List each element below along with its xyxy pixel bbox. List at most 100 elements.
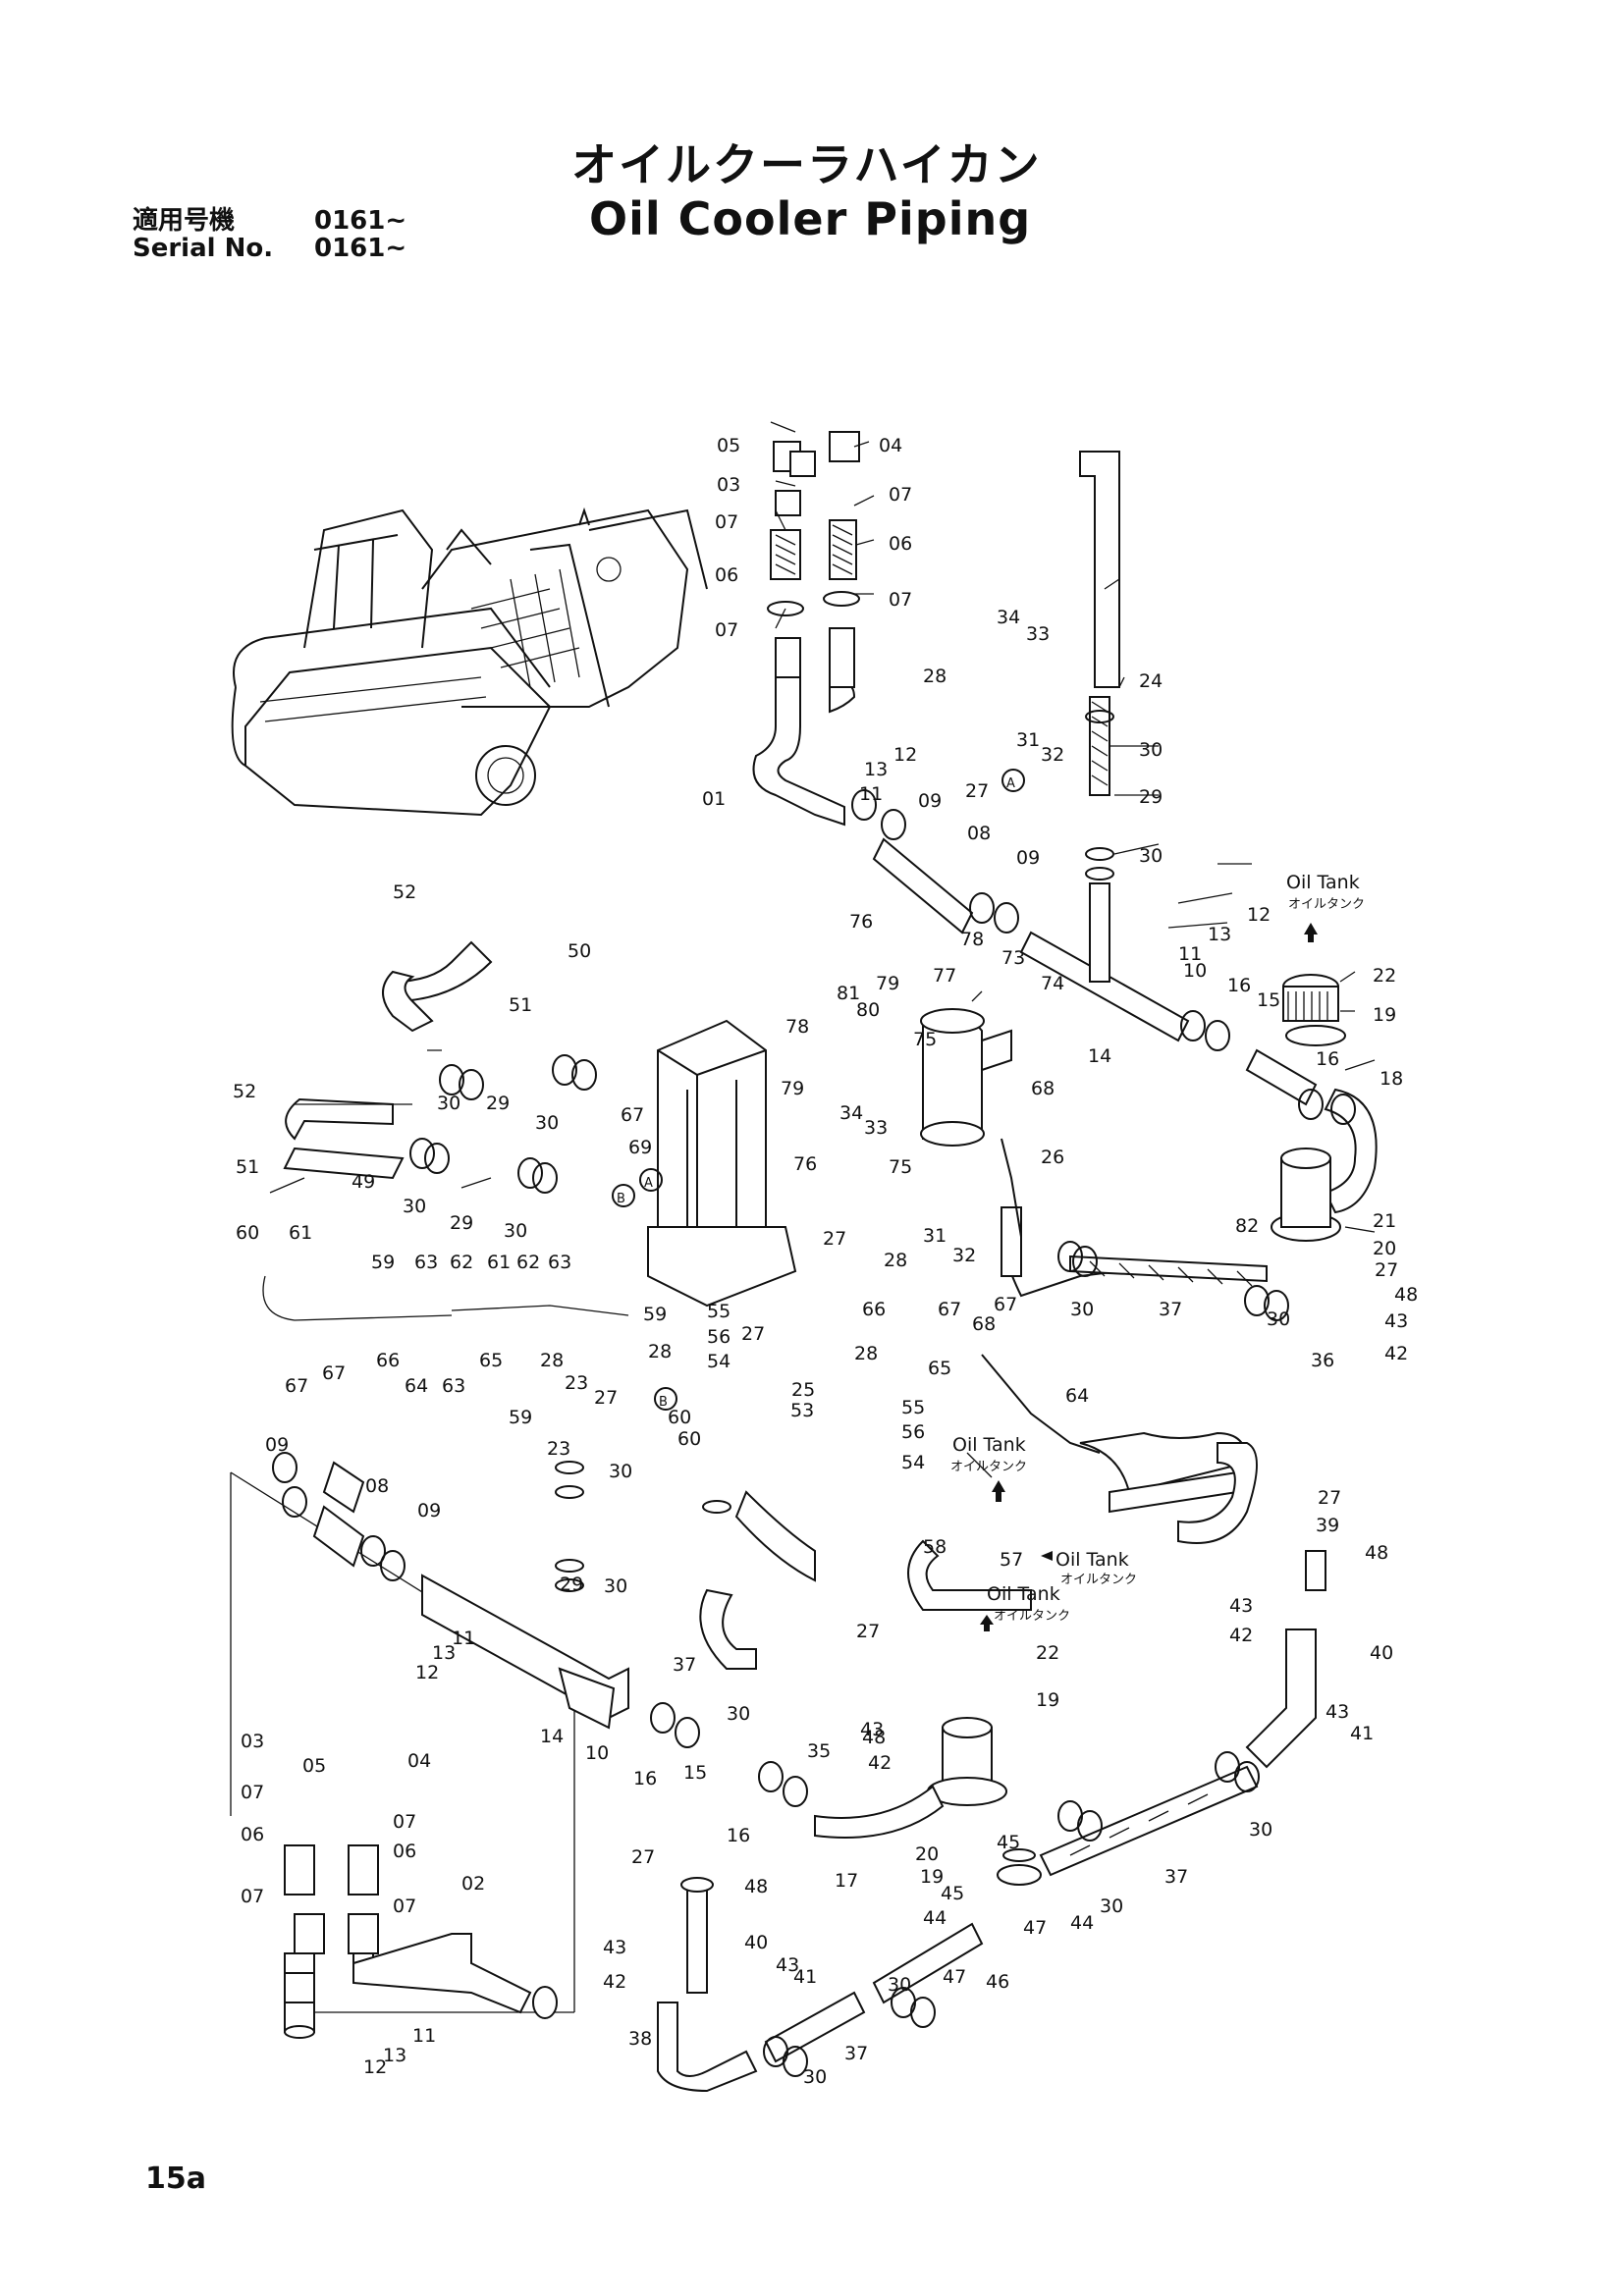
- part-label: 12: [363, 2056, 387, 2078]
- part-label: 47: [943, 1966, 966, 1988]
- serial-jp-line: 適用号機 0161~: [133, 206, 406, 236]
- part-label: 67: [994, 1294, 1017, 1315]
- part-label: 13: [864, 759, 888, 780]
- part-label: 08: [365, 1475, 389, 1497]
- part-label: 31: [1016, 729, 1040, 751]
- serial-value-jp: 0161~: [314, 206, 407, 236]
- part-label: 43: [603, 1937, 626, 1958]
- part-label: 27: [823, 1228, 846, 1250]
- part-label: 06: [393, 1841, 416, 1862]
- marker-a-label: A: [644, 1176, 653, 1191]
- part-label: 75: [913, 1029, 937, 1050]
- part-label: 14: [1088, 1045, 1111, 1067]
- part-label: 07: [889, 589, 912, 611]
- part-label: 11: [452, 1628, 475, 1649]
- part-label: 60: [236, 1222, 259, 1244]
- part-label: 30: [1267, 1308, 1290, 1330]
- part-label: 28: [884, 1250, 907, 1271]
- part-label: 51: [236, 1156, 259, 1178]
- part-label: 43: [1229, 1595, 1253, 1617]
- part-label: 79: [781, 1078, 804, 1099]
- part-label: 51: [509, 994, 532, 1016]
- part-label: 61: [487, 1252, 511, 1273]
- part-label: 38: [628, 2028, 652, 2050]
- part-label: 66: [376, 1350, 400, 1371]
- part-label: 30: [1249, 1819, 1272, 1841]
- part-label: 29: [560, 1574, 583, 1595]
- part-label: 17: [835, 1870, 858, 1892]
- part-label: 26: [1041, 1147, 1064, 1168]
- part-label: 23: [547, 1438, 570, 1460]
- part-label: 02: [461, 1873, 485, 1895]
- part-label: 09: [918, 790, 942, 812]
- oil-tank-label-jp: オイルタンク: [1060, 1573, 1137, 1587]
- arrow-up-icon: [1304, 923, 1318, 942]
- part-label: 41: [793, 1966, 817, 1988]
- part-label: 04: [407, 1750, 431, 1772]
- part-label: 16: [727, 1825, 750, 1846]
- part-label: 05: [717, 435, 740, 456]
- part-label: 37: [844, 2043, 868, 2064]
- part-label: 59: [371, 1252, 395, 1273]
- part-label: 30: [437, 1093, 460, 1114]
- part-label: 48: [862, 1727, 886, 1748]
- marker-a-label: A: [1006, 776, 1015, 791]
- part-label: 59: [509, 1407, 532, 1428]
- part-label: 27: [631, 1846, 655, 1868]
- part-label: 57: [1000, 1549, 1023, 1571]
- part-label: 11: [412, 2025, 436, 2047]
- part-label: 62: [516, 1252, 540, 1273]
- part-label: 76: [849, 911, 873, 933]
- part-label: 73: [1001, 947, 1025, 969]
- part-label: 07: [241, 1782, 264, 1803]
- part-label: 60: [677, 1428, 701, 1450]
- part-label: 69: [628, 1137, 652, 1158]
- pipe-assembly-lower-right: [657, 1550, 1326, 2093]
- part-label: 07: [715, 511, 738, 533]
- part-label: 36: [1311, 1350, 1334, 1371]
- part-label: 05: [302, 1755, 326, 1777]
- part-label: 16: [1227, 975, 1251, 996]
- part-label: 27: [1318, 1487, 1341, 1509]
- part-label: 07: [715, 619, 738, 641]
- part-label: 45: [997, 1832, 1020, 1853]
- part-label: 24: [1139, 670, 1163, 692]
- part-label: 33: [864, 1117, 888, 1139]
- part-label: 27: [1375, 1259, 1398, 1281]
- part-label: 66: [862, 1299, 886, 1320]
- marker-b-label: B: [617, 1192, 625, 1206]
- oil-tank-label: Oil Tank: [1286, 872, 1360, 893]
- part-label: 39: [1316, 1515, 1339, 1536]
- part-label: 76: [793, 1153, 817, 1175]
- part-label: 40: [1370, 1642, 1393, 1664]
- part-label: 16: [633, 1768, 657, 1789]
- part-label: 37: [1159, 1299, 1182, 1320]
- part-label: 42: [1229, 1625, 1253, 1646]
- part-label: 13: [383, 2045, 406, 2066]
- part-label: 10: [585, 1742, 609, 1764]
- part-label: 42: [1384, 1343, 1408, 1364]
- part-label: 64: [1065, 1385, 1089, 1407]
- part-label: 30: [803, 2066, 827, 2088]
- part-label: 30: [403, 1196, 426, 1217]
- hose-clamps: [272, 710, 1356, 2077]
- part-label: 15: [1257, 989, 1280, 1011]
- oil-tank-label: Oil Tank: [1055, 1549, 1129, 1571]
- part-label: 55: [901, 1397, 925, 1418]
- part-label: 31: [923, 1225, 947, 1247]
- part-label: 09: [265, 1434, 289, 1456]
- page-number: 15a: [145, 2162, 206, 2196]
- part-label: 22: [1373, 965, 1396, 987]
- part-label: 20: [915, 1843, 939, 1865]
- part-label: 61: [289, 1222, 312, 1244]
- oil-tank-label: Oil Tank: [952, 1434, 1026, 1456]
- part-label: 63: [548, 1252, 571, 1273]
- title-english: Oil Cooler Piping: [589, 192, 1032, 245]
- reference-markers: A A B B: [612, 769, 1025, 1411]
- part-label: 49: [352, 1171, 375, 1193]
- part-label: 77: [933, 965, 956, 987]
- part-label: 68: [1031, 1078, 1055, 1099]
- part-label: 23: [565, 1372, 588, 1394]
- part-label: 48: [744, 1876, 768, 1897]
